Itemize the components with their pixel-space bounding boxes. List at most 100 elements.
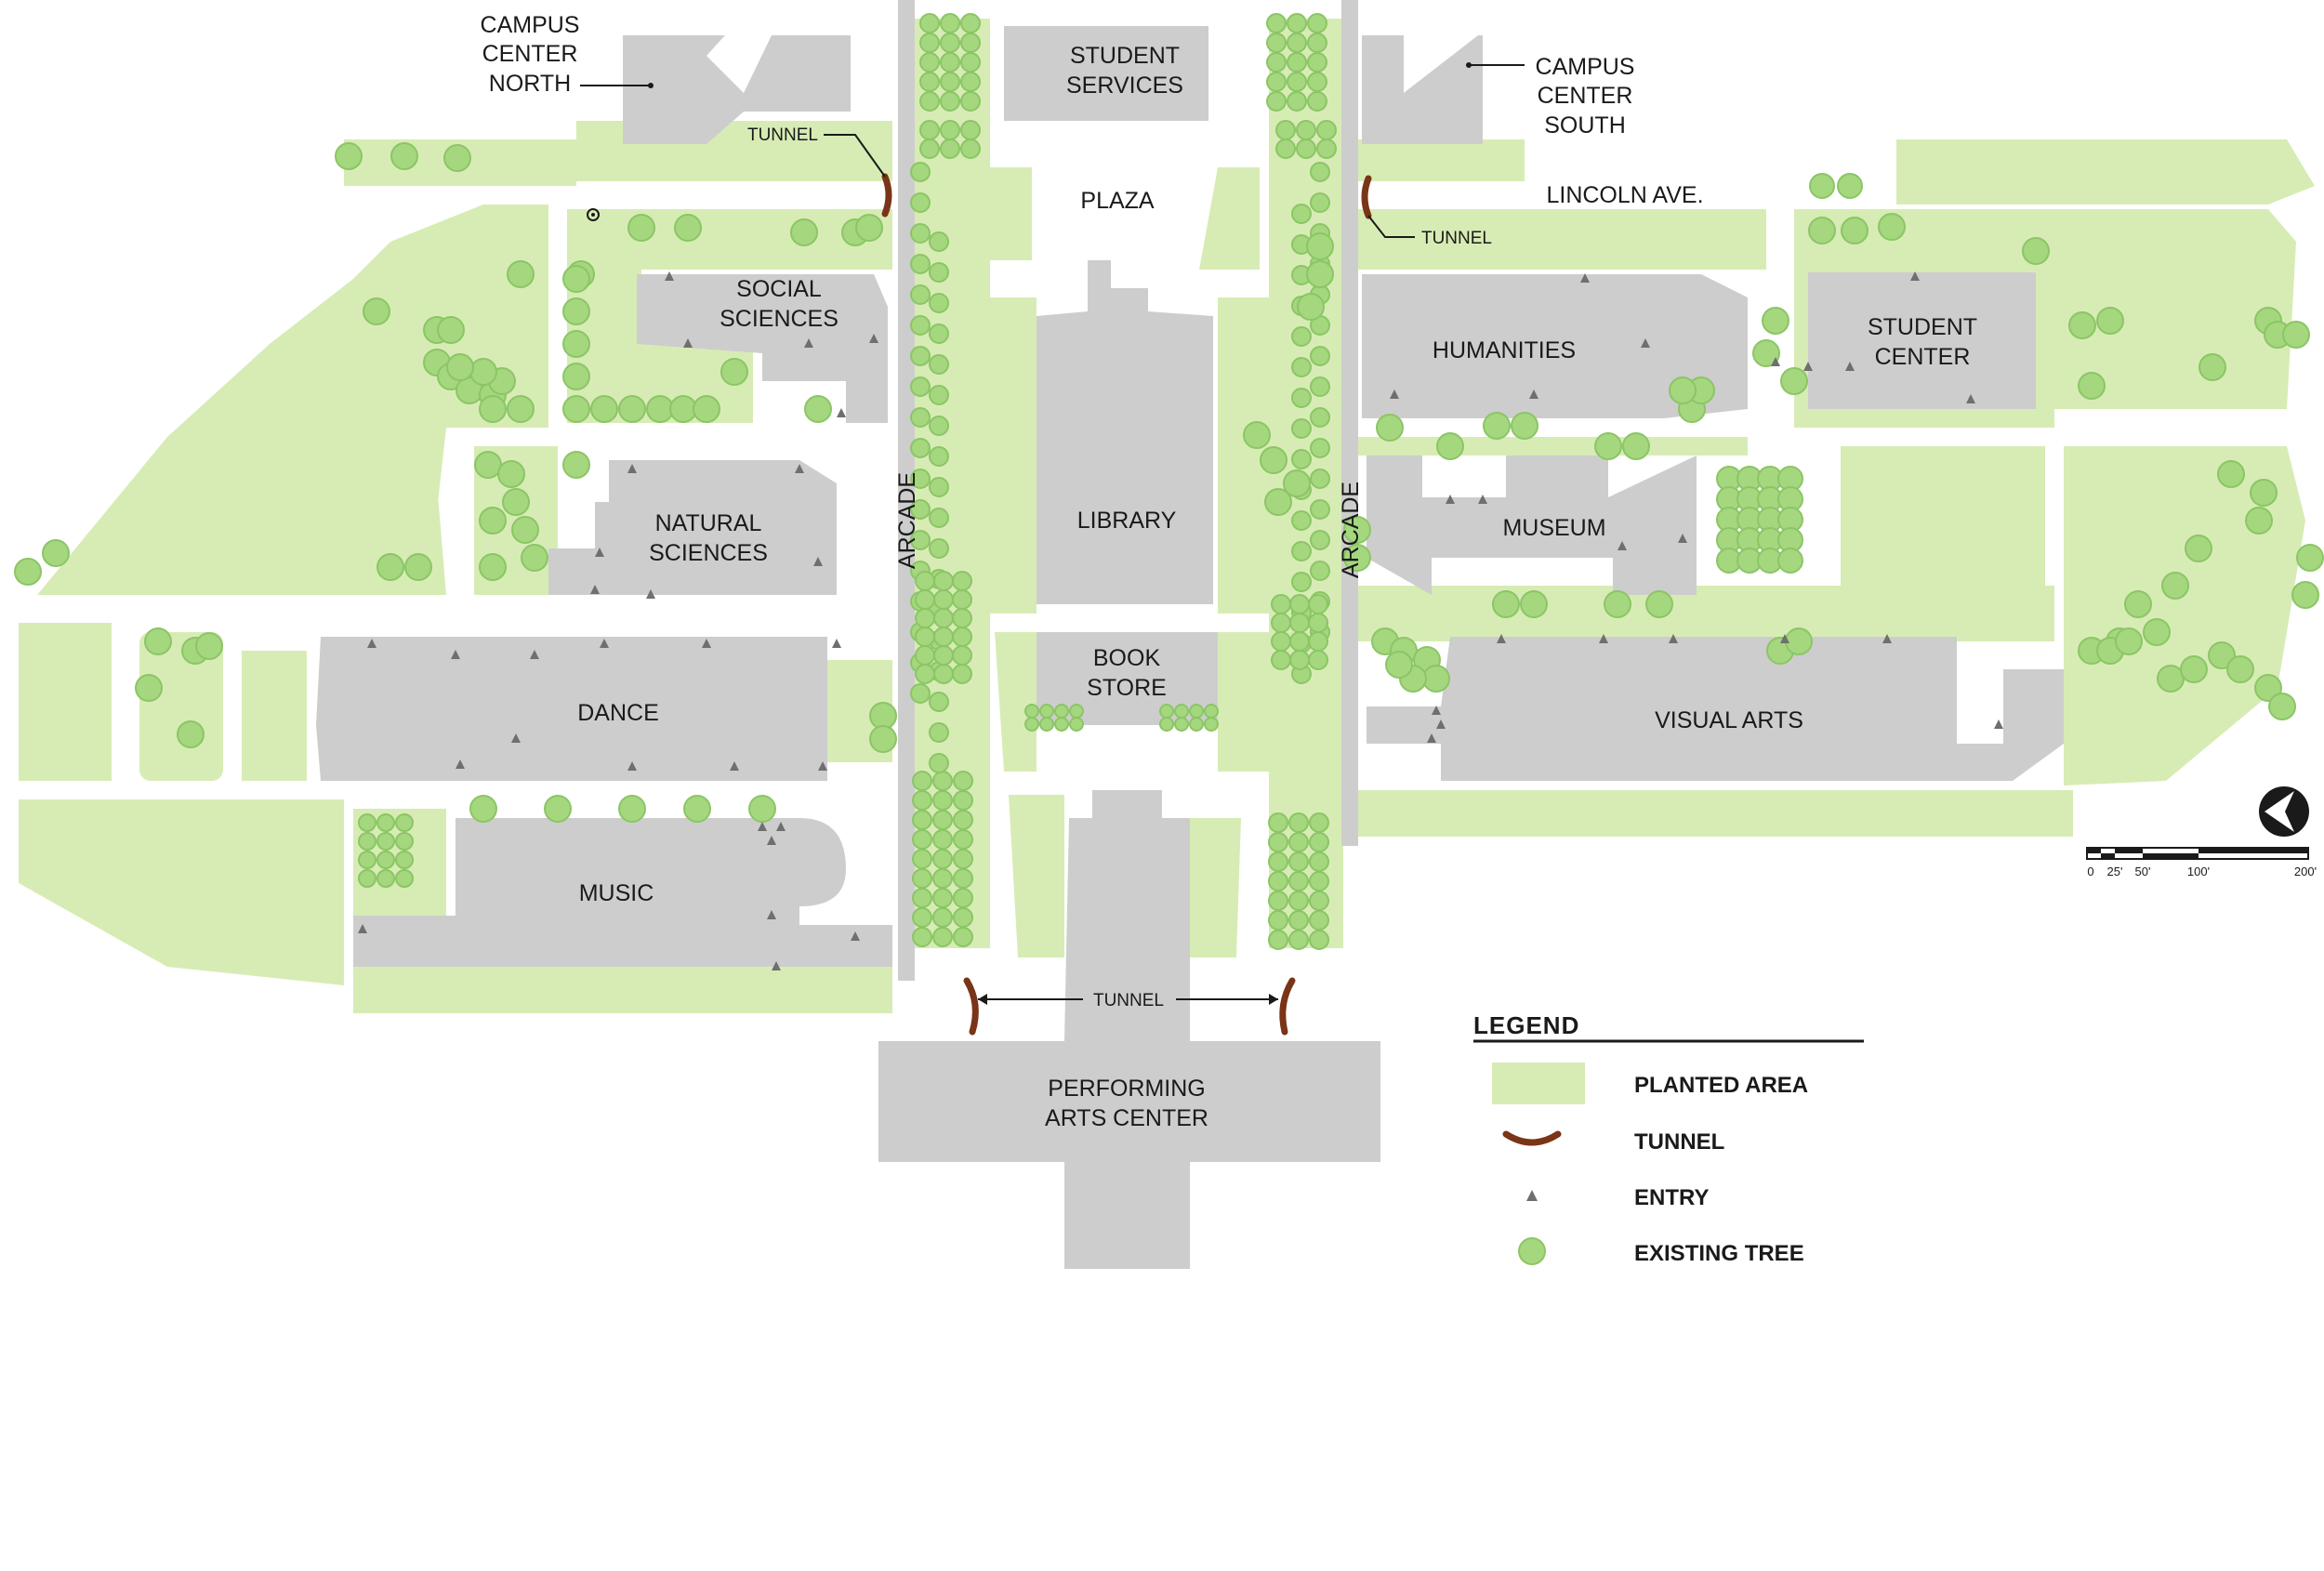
tree [910,315,931,336]
legend-label-entry: ENTRY [1634,1185,1709,1210]
tree [479,507,507,535]
tree [1291,204,1312,224]
legend-label-tunnel: TUNNEL [1634,1129,1724,1155]
entry-marker [813,557,823,566]
entry-marker [837,408,846,417]
tree [929,416,949,436]
arrow-tunnel-south-east [1269,994,1278,1005]
tree [953,771,973,791]
entry-marker [595,548,604,557]
entry-marker [1678,534,1687,543]
label-social-sciences-1: SOCIAL [736,276,822,302]
tree [1069,704,1084,719]
building-student-services [1004,26,1208,121]
tree [1483,412,1511,440]
north-arrow-icon [2265,791,2294,832]
label-student-center-2: CENTER [1875,344,1971,370]
label-book-store-1: BOOK [1093,645,1161,671]
label-library: LIBRARY [1077,508,1177,534]
tree [1520,590,1548,618]
tree [929,323,949,344]
tree [683,795,711,823]
tunnel-north-east [1361,175,1372,219]
entry-marker [456,759,465,769]
label-campus-center-south-2: CENTER [1538,83,1633,109]
entry-marker [1478,495,1487,504]
tree [960,13,981,33]
tree [507,395,535,423]
tree [910,469,931,489]
planted-area-social-lawn [567,209,892,423]
tree [960,139,981,159]
tree [376,813,395,832]
tree [1069,717,1084,732]
tree [960,120,981,140]
tree [14,558,42,586]
tree [1492,590,1520,618]
tree [952,589,972,610]
entry-marker [646,589,655,599]
tree [910,499,931,520]
tree [1310,376,1330,397]
entry-marker [1803,362,1813,371]
tree [929,508,949,528]
tunnel-south-east [1279,977,1296,1036]
label-arcade-east: ARCADE [1338,482,1364,578]
tree [953,888,973,908]
tree [2250,479,2278,507]
tree [932,868,953,889]
tree [1297,293,1325,321]
tree [910,683,931,704]
label-social-sciences-2: SCIENCES [720,306,838,332]
tree [1275,139,1296,159]
tree [953,829,973,850]
tree [669,395,697,423]
planted-area-east-north [1357,139,1525,181]
label-book-store-2: STORE [1087,675,1167,701]
tree [1268,852,1288,872]
tree [748,795,776,823]
tree [376,832,395,851]
tree [1307,33,1327,53]
tree [1604,590,1631,618]
tree [932,829,953,850]
building-campus-center-north [623,35,851,144]
planted-area-east-lincoln [1357,209,1766,270]
tree [912,829,932,850]
tree [855,214,883,242]
tree [910,162,931,182]
tree [2180,655,2208,683]
buildings [316,26,2064,1269]
arcade-east [1341,0,1358,846]
tree [1271,594,1291,614]
tree [929,262,949,283]
tree [940,139,960,159]
tree [1310,499,1330,520]
tree [1291,418,1312,439]
tree [1307,13,1327,33]
tree [929,538,949,559]
entry-marker [767,910,776,919]
planted-area-west-block [242,651,307,781]
tree [135,674,163,702]
tree [1343,516,1371,544]
tree [446,353,474,381]
tree [910,192,931,213]
planted-area-library-east [1218,297,1287,614]
tree [1308,631,1328,652]
scale-bar-seg-1 [2087,848,2101,853]
planted-area-east-lawn [2064,446,2305,786]
tree [933,571,954,591]
tree [929,477,949,497]
tree [2161,572,2189,600]
tree [627,214,655,242]
tree [910,223,931,244]
entry-marker [772,961,781,970]
tree [562,451,590,479]
tree [1291,326,1312,347]
tree [2245,507,2273,535]
building-natural-sciences [548,460,837,595]
tree [1310,407,1330,428]
tree [953,927,973,947]
